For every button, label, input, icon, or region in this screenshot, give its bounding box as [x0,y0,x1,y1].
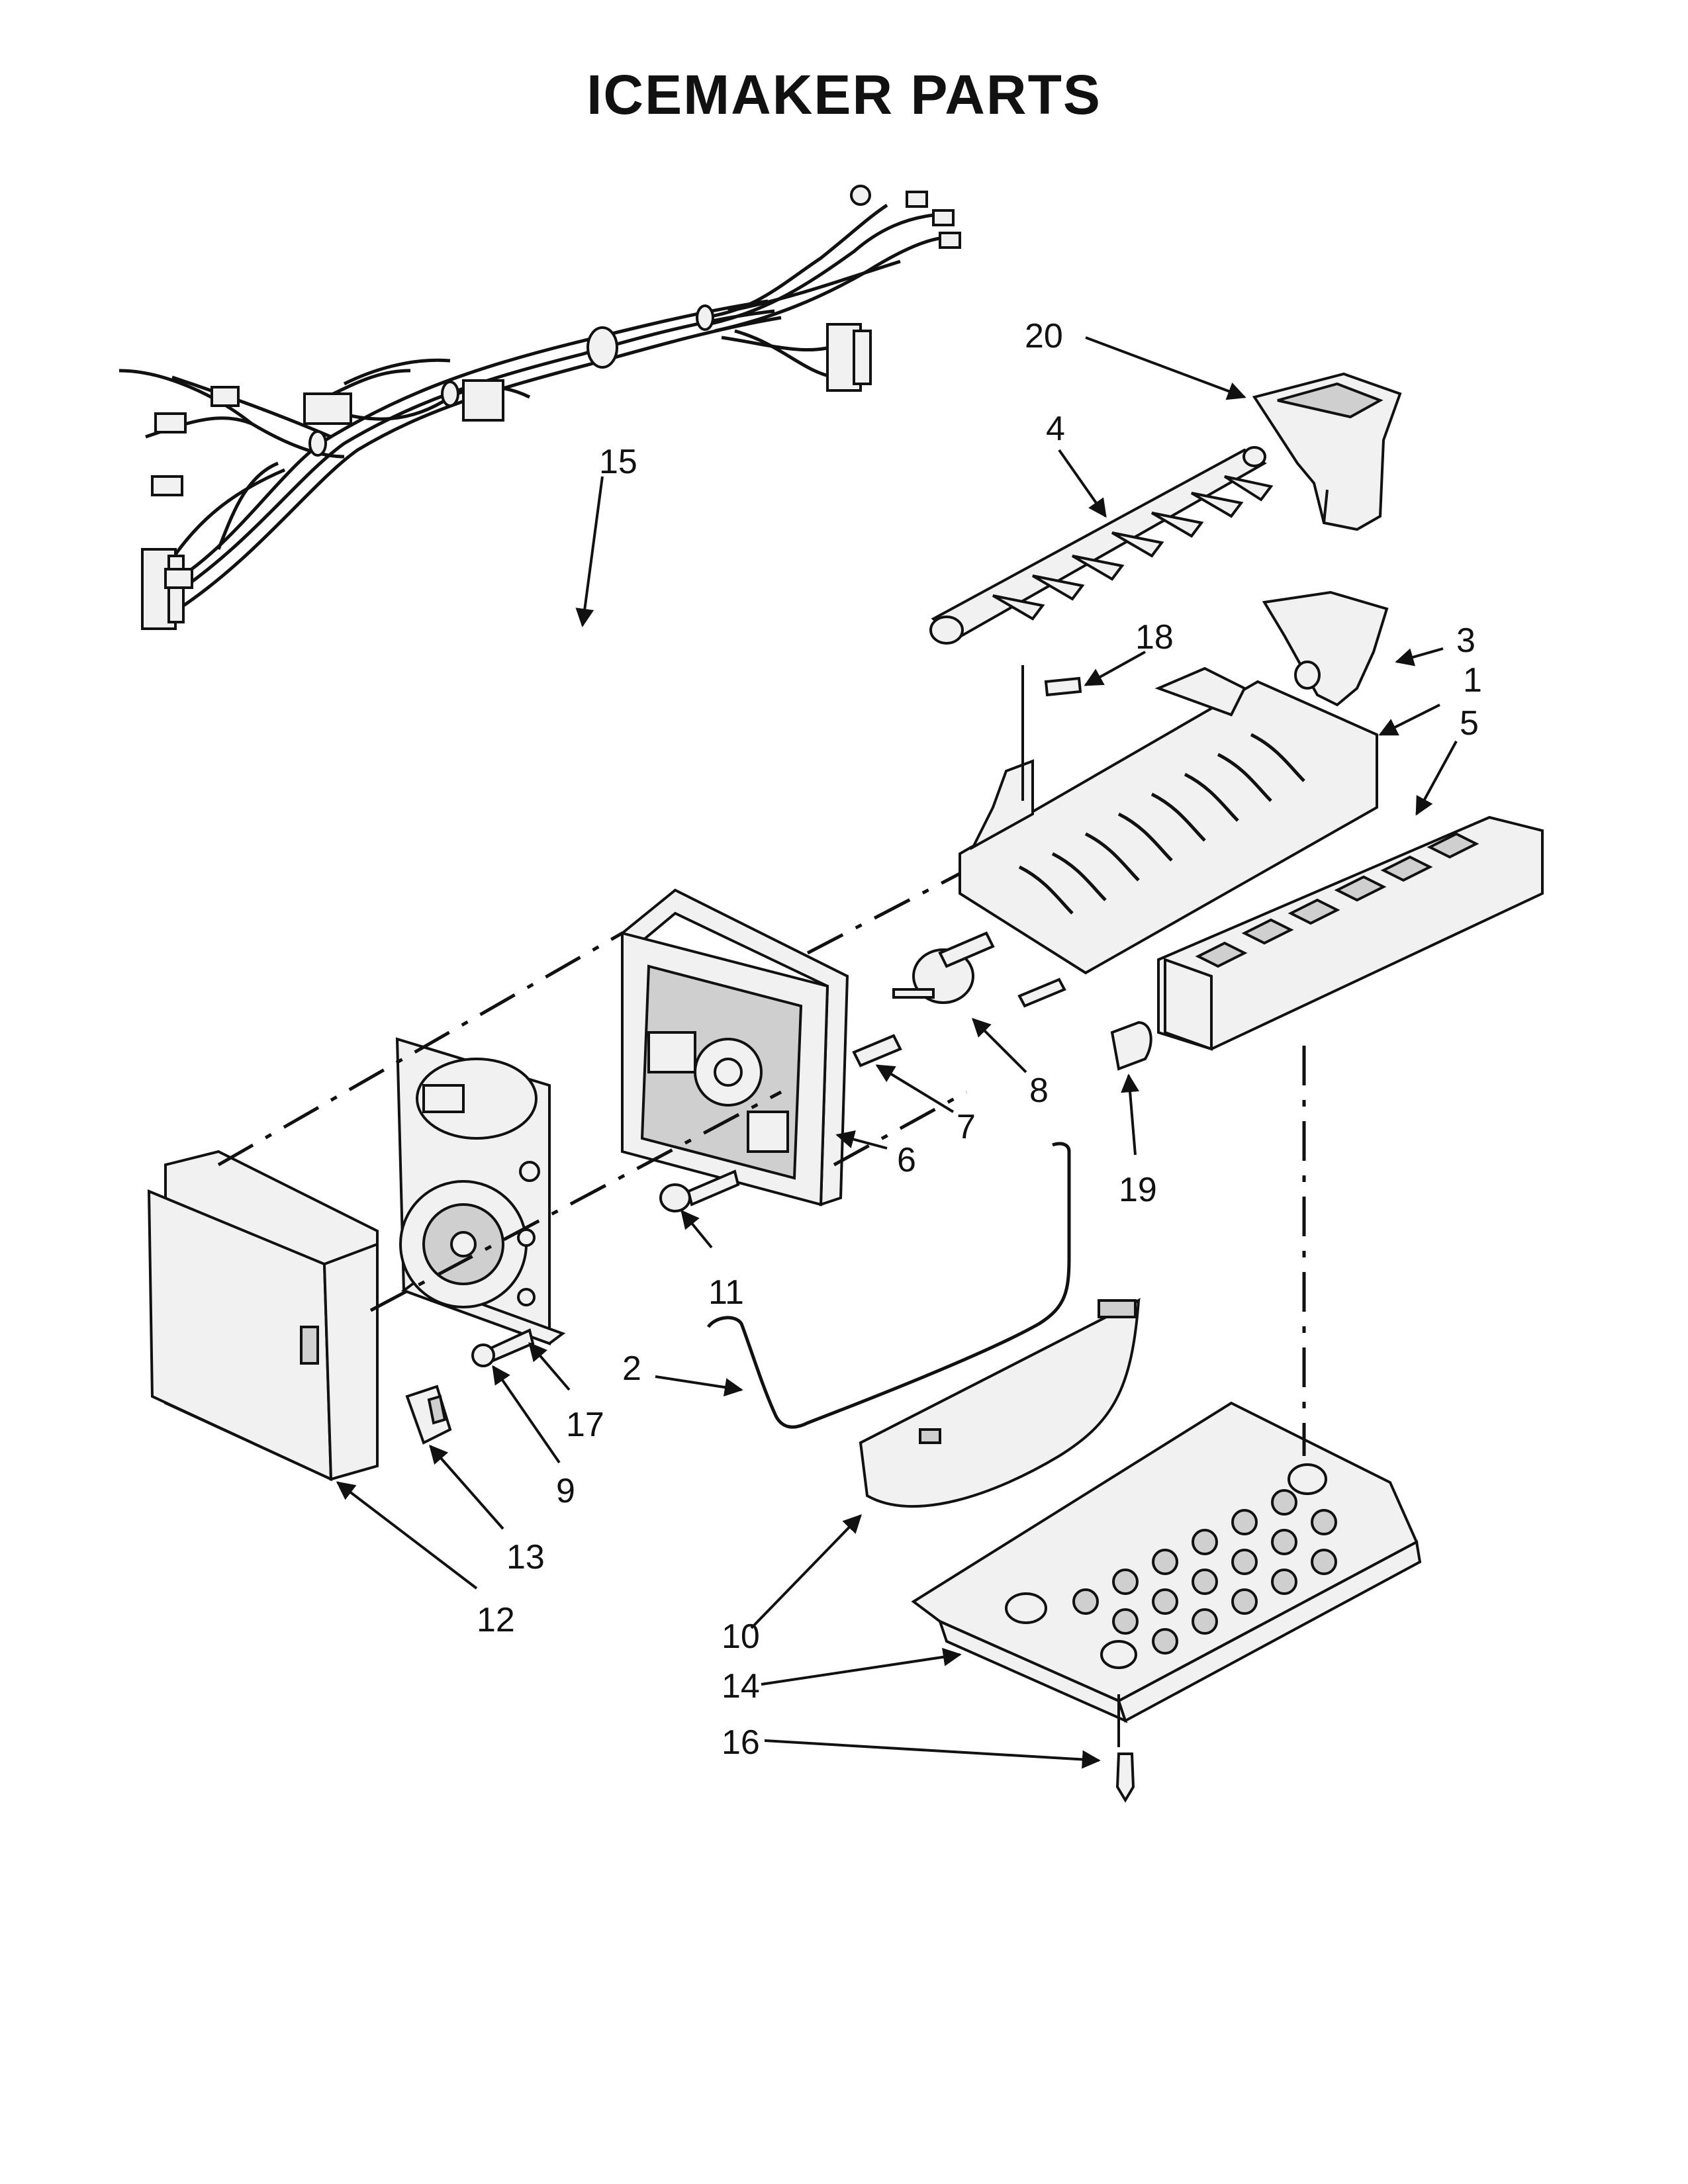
stripper-part [1157,815,1544,1051]
callout-3: 3 [1456,621,1476,660]
callout-14: 14 [722,1667,760,1706]
wire-harness-part [118,185,961,630]
fill-cup-bracket-part [1262,590,1389,707]
callout-12: 12 [477,1601,515,1639]
callout-10: 10 [722,1617,760,1656]
callout-9: 9 [556,1472,575,1510]
callout-19: 19 [1119,1171,1157,1209]
tray-pegs [1072,1489,1337,1655]
callout-11: 11 [708,1273,744,1312]
callout-7: 7 [957,1108,976,1146]
assembly-lines [217,665,1306,1747]
fill-cup-part [1252,372,1402,531]
cover-part [147,1150,379,1482]
callout-4: 4 [1046,410,1065,448]
small-parts [471,676,1152,1803]
callout-18: 18 [1135,618,1174,657]
callout-2: 2 [622,1349,641,1388]
callout-17: 17 [566,1406,604,1444]
callout-leaders [336,336,1458,1769]
callout-1: 1 [1463,661,1482,700]
bail-part [859,1298,1141,1508]
ejector-part [929,446,1274,645]
callout-6: 6 [897,1141,916,1179]
callout-15: 15 [599,443,637,481]
motor-module-part [395,1037,566,1345]
callout-13: 13 [506,1538,545,1576]
shutoff-arm-part [706,1142,1071,1429]
switch-part [405,1385,452,1445]
mold-part [959,666,1378,975]
page-title: ICEMAKER PARTS [586,64,1102,126]
callout-5: 5 [1460,704,1479,743]
callout-labels: 20 4 15 18 3 1 5 8 7 6 19 11 2 17 9 13 1… [477,317,1482,1762]
tray-base-part [911,1401,1422,1723]
callout-20: 20 [1025,317,1063,355]
mounting-plate-part [620,888,849,1206]
callout-8: 8 [1029,1071,1049,1110]
callout-16: 16 [722,1723,760,1762]
